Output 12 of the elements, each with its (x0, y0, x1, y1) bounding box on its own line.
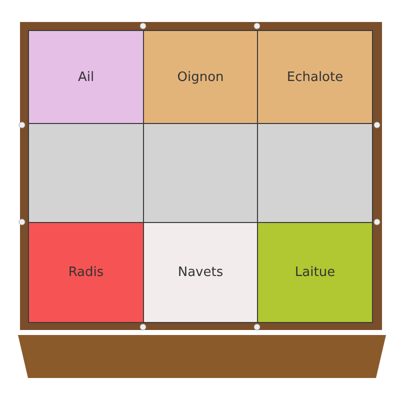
planting-plot (28, 222, 144, 323)
plot-label: Echalote (286, 70, 344, 84)
plot-label: Oignon (177, 70, 224, 84)
planting-plot (143, 222, 258, 323)
plot-label: Radis (68, 265, 104, 280)
plot-label: Navets (178, 265, 224, 280)
plot-label: Ail (78, 70, 94, 84)
planting-plot (257, 30, 373, 124)
planting-plot (28, 30, 144, 124)
planting-plot (143, 30, 258, 124)
plot-label: Laitue (294, 265, 336, 280)
planting-plot (257, 222, 373, 323)
